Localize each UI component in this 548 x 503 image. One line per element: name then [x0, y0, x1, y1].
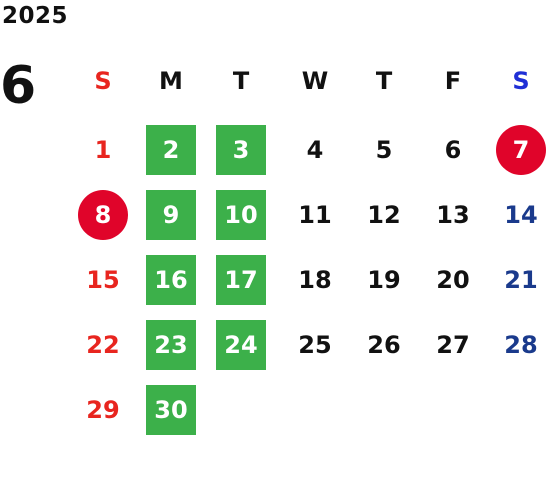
day-cell: 21	[504, 266, 538, 294]
day-cell: 13	[436, 201, 470, 229]
day-cell: 8	[78, 190, 128, 240]
weekday-header-0: S	[94, 67, 112, 95]
weekday-header-2: T	[232, 67, 250, 95]
weekday-header-6: S	[512, 67, 530, 95]
day-cell: 9	[146, 190, 196, 240]
month-label: 6	[0, 56, 37, 116]
day-cell: 19	[367, 266, 401, 294]
day-cell: 28	[504, 331, 538, 359]
weekday-header-5: F	[444, 67, 462, 95]
day-cell: 24	[216, 320, 266, 370]
day-cell: 23	[146, 320, 196, 370]
day-cell: 12	[367, 201, 401, 229]
day-cell: 5	[375, 136, 393, 164]
day-cell: 25	[298, 331, 332, 359]
day-cell: 6	[444, 136, 462, 164]
day-cell: 20	[436, 266, 470, 294]
day-cell: 18	[298, 266, 332, 294]
year-label: 2025	[2, 3, 69, 29]
day-cell: 11	[298, 201, 332, 229]
day-cell: 7	[496, 125, 546, 175]
day-cell: 16	[146, 255, 196, 305]
day-cell: 10	[216, 190, 266, 240]
day-cell: 3	[216, 125, 266, 175]
weekday-header-3: W	[301, 67, 329, 95]
day-cell: 27	[436, 331, 470, 359]
day-cell: 30	[146, 385, 196, 435]
day-cell: 14	[504, 201, 538, 229]
day-cell: 29	[86, 396, 120, 424]
weekday-header-4: T	[375, 67, 393, 95]
day-cell: 17	[216, 255, 266, 305]
day-cell: 15	[86, 266, 120, 294]
day-cell: 2	[146, 125, 196, 175]
day-cell: 26	[367, 331, 401, 359]
day-cell: 4	[306, 136, 324, 164]
day-cell: 22	[86, 331, 120, 359]
day-cell: 1	[94, 136, 112, 164]
weekday-header-1: M	[159, 67, 183, 95]
